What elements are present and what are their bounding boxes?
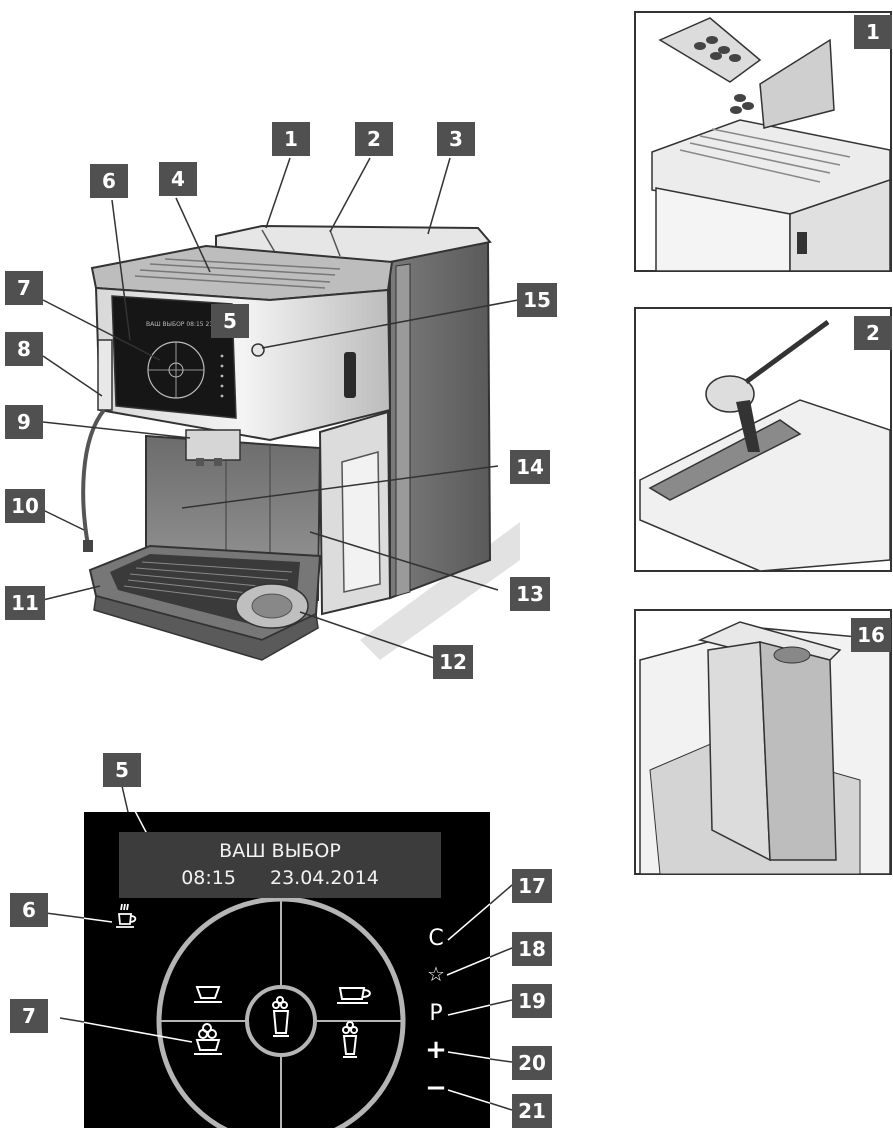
front-mini-display-text: ВАШ ВЫБОР 08:15 23.04.2014 bbox=[146, 321, 240, 328]
callout-14: 14 bbox=[510, 450, 550, 484]
minus-button-symbol: − bbox=[425, 1073, 447, 1103]
coffee-outlet bbox=[185, 429, 241, 461]
callout-11: 11 bbox=[5, 586, 45, 620]
callout-12: 12 bbox=[433, 645, 473, 679]
callout-7: 7 bbox=[5, 271, 43, 305]
inset-1-bean-hopper bbox=[634, 11, 892, 272]
callout-8: 8 bbox=[5, 332, 43, 366]
callout-4: 4 bbox=[159, 162, 197, 196]
panel-callout-19: 19 bbox=[512, 984, 552, 1018]
cup-warmer-icon bbox=[116, 903, 137, 928]
callout-10: 10 bbox=[5, 489, 45, 523]
panel-callout-18: 18 bbox=[512, 932, 552, 966]
leader-lines bbox=[42, 157, 519, 659]
latte-glass-icon bbox=[342, 1021, 358, 1058]
inset-callout-1: 1 bbox=[854, 15, 892, 49]
lcd-date: 23.04.2014 bbox=[270, 867, 379, 889]
milk-hose bbox=[81, 408, 106, 546]
inset-2-powder-chute bbox=[634, 307, 892, 572]
plus-button-symbol: + bbox=[425, 1035, 447, 1065]
callout-3: 3 bbox=[437, 122, 475, 156]
cappuccino-icon bbox=[194, 1023, 222, 1055]
espresso-cup-icon bbox=[194, 986, 222, 1003]
coffee-cup-icon bbox=[337, 987, 371, 1004]
callout-13: 13 bbox=[510, 577, 550, 611]
clean-button-symbol: C bbox=[428, 926, 444, 951]
panel-callout-6: 6 bbox=[10, 893, 48, 927]
panel-callout-7: 7 bbox=[10, 999, 48, 1033]
panel-lcd-display: ВАШ ВЫБОР 08:15 23.04.2014 bbox=[119, 832, 441, 898]
drip-tray-base bbox=[93, 595, 319, 661]
callout-5: 5 bbox=[211, 304, 249, 338]
lcd-line-title: ВАШ ВЫБОР bbox=[219, 840, 341, 862]
program-button-symbol: P bbox=[429, 1001, 443, 1026]
side-stripe bbox=[395, 263, 411, 597]
callout-15: 15 bbox=[517, 283, 557, 317]
coffee-machine-illustration: ВАШ ВЫБОР 08:15 23.04.2014 bbox=[81, 224, 520, 661]
callout-9: 9 bbox=[5, 405, 43, 439]
side-handle bbox=[344, 352, 356, 398]
callout-1: 1 bbox=[272, 122, 310, 156]
inset-16-brewing-unit bbox=[634, 609, 892, 875]
callout-2: 2 bbox=[355, 122, 393, 156]
power-button bbox=[251, 343, 265, 357]
milk-connector bbox=[97, 339, 113, 411]
selector-ring bbox=[156, 896, 406, 1128]
panel-callout-20: 20 bbox=[512, 1046, 552, 1080]
inset-callout-16: 16 bbox=[851, 618, 891, 652]
callout-6: 6 bbox=[90, 164, 128, 198]
panel-callout-17: 17 bbox=[512, 869, 552, 903]
front-display-panel bbox=[111, 295, 237, 419]
lcd-time: 08:15 bbox=[181, 867, 236, 889]
inset-callout-2: 2 bbox=[854, 316, 892, 350]
lcd-line-time-date: 08:15 23.04.2014 bbox=[119, 865, 441, 892]
panel-callout-21: 21 bbox=[512, 1094, 552, 1128]
panel-callout-5: 5 bbox=[103, 753, 141, 787]
favorite-star-icon: ☆ bbox=[427, 962, 445, 986]
latte-macchiato-icon bbox=[272, 996, 290, 1037]
